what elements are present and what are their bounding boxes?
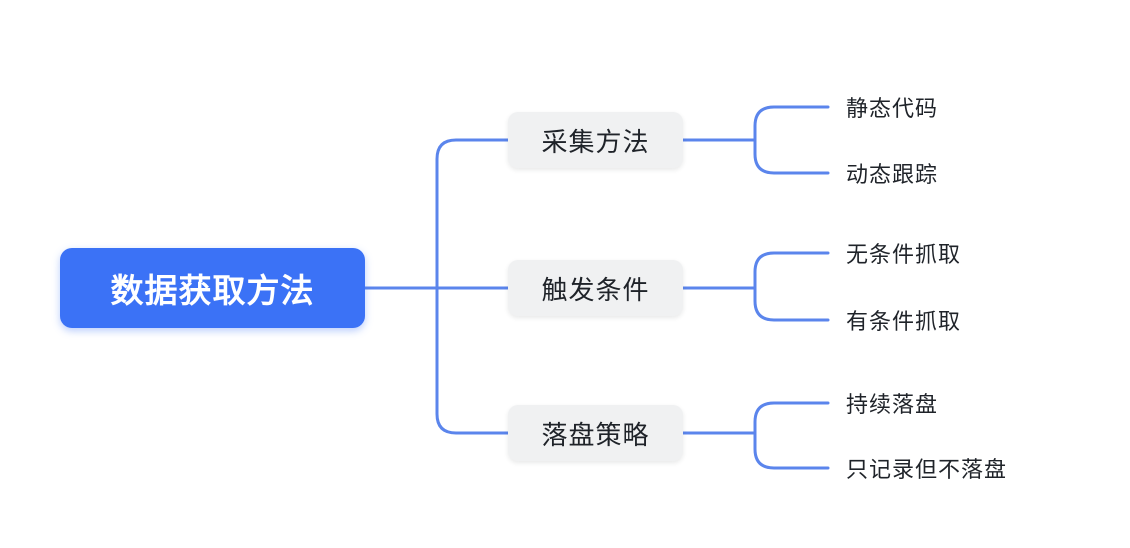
connector-spine bbox=[435, 138, 510, 435]
leaf-node-1-2[interactable]: 动态跟踪 bbox=[846, 162, 939, 187]
branch-node-1-label: 采集方法 bbox=[541, 126, 650, 157]
leaf-node-3-2[interactable]: 只记录但不落盘 bbox=[846, 457, 1008, 482]
branch-node-3-label: 落盘策略 bbox=[541, 419, 650, 450]
branch-node-3[interactable]: 落盘策略 bbox=[508, 405, 683, 461]
connector-branch-1-fork bbox=[753, 105, 830, 175]
leaf-node-1-1[interactable]: 静态代码 bbox=[846, 96, 939, 121]
root-node-label: 数据获取方法 bbox=[110, 272, 315, 309]
leaf-node-2-1[interactable]: 无条件抓取 bbox=[846, 242, 962, 267]
branch-node-2[interactable]: 触发条件 bbox=[508, 260, 683, 316]
leaf-node-2-2[interactable]: 有条件抓取 bbox=[846, 309, 962, 334]
branch-node-1[interactable]: 采集方法 bbox=[508, 112, 683, 168]
root-node[interactable]: 数据获取方法 bbox=[60, 248, 365, 328]
connector-branch-3-fork bbox=[753, 401, 830, 470]
connector-branch-2-fork bbox=[753, 251, 830, 322]
branch-node-2-label: 触发条件 bbox=[541, 274, 650, 305]
leaf-node-3-1[interactable]: 持续落盘 bbox=[846, 392, 939, 417]
